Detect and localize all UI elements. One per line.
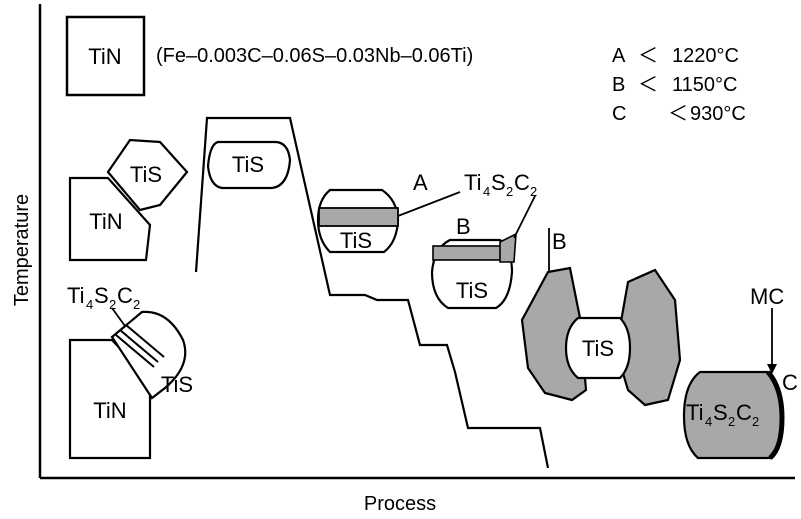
composition-text: (Fe–0.003C–0.06S–0.03Nb–0.06Ti) — [156, 45, 473, 67]
ti4s2c2-final-c: C — [736, 400, 752, 425]
ti4s2c2-lower-sub2b: 2 — [133, 297, 140, 312]
tis-particle-step-b2: B TiS — [520, 228, 682, 407]
tin-title-label: TiN — [88, 44, 121, 69]
tis-particle-high: TiS — [206, 140, 292, 190]
ti4s2c2-a-sub2a: 2 — [506, 184, 513, 199]
ti4s2c2-final-ti: Ti — [686, 400, 704, 425]
ti4s2c2-pointer-lower — [111, 307, 126, 327]
ti4s2c2-lower-c: C — [117, 283, 133, 308]
legend-a-value: 1220°C — [672, 45, 739, 67]
ti4s2c2-lower-s: S — [94, 283, 109, 308]
tin-block-lower — [68, 338, 152, 460]
label-b2: B — [552, 229, 567, 254]
tis-block-step-b2 — [564, 316, 632, 380]
tin-label-upper: TiN — [89, 209, 122, 234]
ti4s2c2-final-sub2b: 2 — [752, 414, 759, 429]
label-mc: MC — [750, 284, 784, 309]
ti4s2c2-lower-sub2a: 2 — [109, 297, 116, 312]
tis-label-step-b: TiS — [456, 278, 488, 303]
ti4s2c2-a-ti: Ti — [464, 170, 482, 195]
pointer-mc-arrowhead — [767, 364, 777, 374]
legend-b-key: B — [612, 74, 625, 96]
legend-b-rel: ＜ — [638, 74, 658, 96]
ti4s2c2-a-c: C — [514, 170, 530, 195]
tin-tis-particle-lower: TiS TiN Ti 4 S 2 C 2 — [67, 283, 193, 460]
tis-block-high — [206, 140, 292, 190]
tis-label-step-b2: TiS — [582, 336, 614, 361]
y-axis-label: Temperature — [11, 194, 33, 306]
tin-tis-particle-upper: TiS TiN — [68, 138, 189, 262]
mc-rim-final — [766, 370, 785, 460]
ti4s2c2-layer-line-1 — [119, 329, 159, 363]
ti4s2c2-band-step-a — [318, 207, 399, 227]
ti4s2c2-layer-line-2 — [125, 324, 165, 358]
ti4s2c2-final-sub4: 4 — [705, 414, 712, 429]
ti4s2c2-a-sub2b: 2 — [530, 184, 537, 199]
pointer-step-b-to-ti4s2c2 — [513, 195, 536, 239]
legend: A ＜ 1220°C B ＜ 1150°C C ＜ 930°C — [612, 45, 746, 125]
tis-particle-step-a: TiS A Ti 4 S 2 C 2 — [316, 170, 537, 254]
tis-label-upper: TiS — [130, 162, 162, 187]
temperature-profile-line — [194, 116, 550, 469]
ti4s2c2-final-sub2a: 2 — [728, 414, 735, 429]
tin-block-upper — [68, 176, 152, 262]
ti4s2c2-a-s: S — [491, 170, 506, 195]
ti4s2c2-a-sub4: 4 — [483, 184, 490, 199]
ti4s2c2-layer-line-3 — [115, 334, 155, 368]
legend-b-value: 1150°C — [672, 74, 737, 96]
ti4s2c2-label-lower: Ti 4 S 2 C 2 — [67, 283, 140, 312]
ti4s2c2-particle-final: MC C Ti 4 S 2 C 2 — [682, 284, 798, 460]
legend-a-key: A — [612, 45, 626, 67]
tis-label-step-a: TiS — [340, 228, 372, 253]
ti4s2c2-band-step-b — [432, 245, 504, 261]
tin-title-box — [65, 15, 146, 97]
ti4s2c2-lower-sub4: 4 — [86, 297, 93, 312]
tis-block-upper — [106, 138, 189, 212]
legend-c-rel: ＜ — [668, 103, 688, 125]
tin-label-lower: TiN — [93, 398, 126, 423]
ti4s2c2-cap-step-b — [499, 232, 517, 263]
pointer-step-a — [397, 191, 461, 217]
legend-a-rel: ＜ — [638, 45, 658, 67]
ti4s2c2-label-step-a: Ti 4 S 2 C 2 — [464, 170, 537, 199]
x-axis-label: Process — [364, 493, 436, 515]
label-c-final: C — [782, 370, 798, 395]
label-b: B — [456, 214, 471, 239]
legend-c-value: 930°C — [690, 103, 746, 125]
ti4s2c2-label-final: Ti 4 S 2 C 2 — [686, 400, 759, 429]
ti4s2c2-final-s: S — [713, 400, 728, 425]
label-a: A — [413, 170, 428, 195]
ti4s2c2-lower-ti: Ti — [67, 283, 85, 308]
tis-particle-step-b: B TiS — [430, 195, 536, 310]
tis-label-high: TiS — [232, 152, 264, 177]
tis-label-lower: TiS — [161, 372, 193, 397]
legend-c-key: C — [612, 103, 626, 125]
